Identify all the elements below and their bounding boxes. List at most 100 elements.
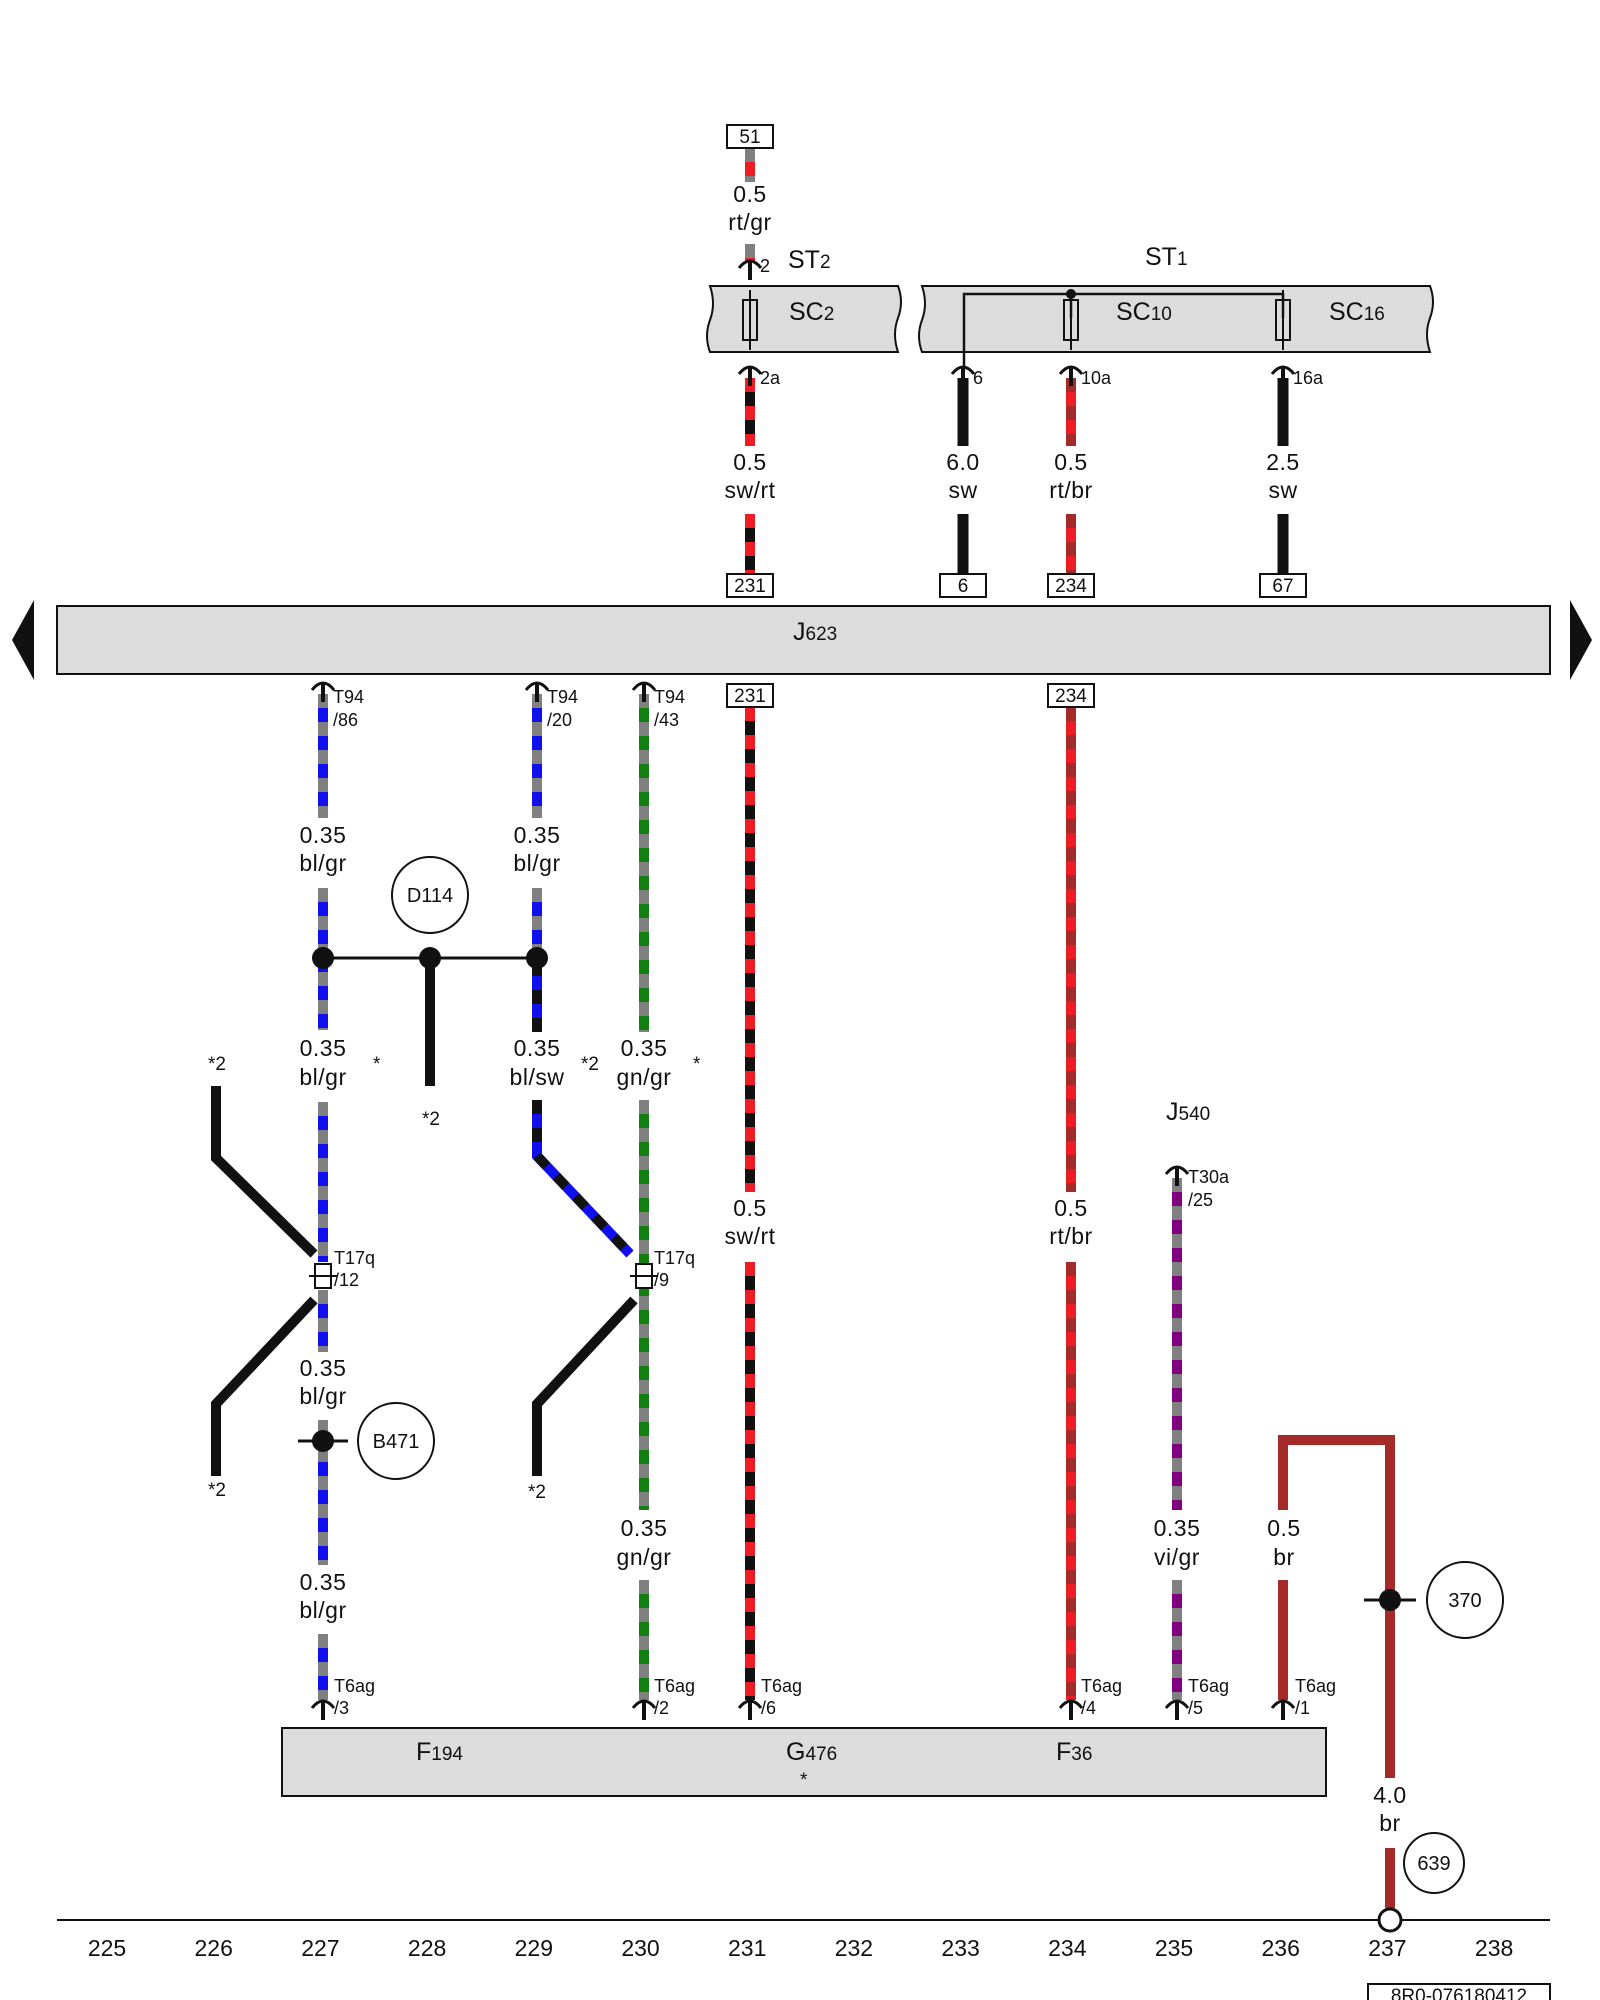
prev-page-arrow[interactable] [12,600,34,680]
pin-t17q-12-a: T17q [334,1248,375,1268]
pin-t17q-9-b: /9 [654,1270,669,1290]
connector-icon-3 [1058,365,1084,386]
gauge-231-size: 0.5 [733,1195,766,1221]
gauge-227d-color: bl/gr [299,1597,346,1623]
note-star2-e: *2 [528,1482,546,1503]
connector-icon-4-arc [1270,365,1296,375]
connector-icon-13-arc [1164,1699,1190,1709]
gauge-237-color: br [1379,1810,1400,1836]
pin-t6ag6-a: T6ag [761,1676,802,1696]
pin-label-6: 6 [973,368,983,388]
st2-fuse-holder [706,285,902,353]
gauge-229b-size: 0.35 [514,1035,561,1061]
g476-star: * [800,1770,808,1791]
note-star-a: * [373,1054,381,1075]
connector-icon-8-arc [1164,1165,1190,1175]
connector-icon-6-arc [524,681,550,691]
connector-icon-2 [950,365,976,386]
column-number: 225 [88,1935,126,1961]
column-number: 234 [1048,1935,1087,1961]
pin-t94-20-b: /20 [547,710,572,730]
pin-t6ag2-b: /2 [654,1698,669,1718]
gauge-10a-size: 0.5 [1054,449,1087,475]
terminal-box-234-top: 234 [1047,573,1095,598]
gauge-6-color: sw [948,477,977,503]
note-star2-b: *2 [422,1109,440,1130]
pin-t6ag2-a: T6ag [654,1676,695,1696]
connector-icon-4 [1270,365,1296,386]
document-id: 8R0-076180412 [1367,1983,1551,2000]
terminal-box-234-bottom: 234 [1047,683,1095,708]
gauge-227b-size: 0.35 [300,1035,347,1061]
terminal-box-67: 67 [1259,573,1307,598]
fuse-sc2-icon [742,290,758,350]
pin-t6ag3-b: /3 [334,1698,349,1718]
pin-label-10a: 10a [1081,368,1112,388]
terminal-box-51: 51 [726,124,774,149]
pin-t17q-12-b: /12 [334,1270,359,1290]
ref-circle-639: 639 [1403,1832,1465,1894]
gauge-227c-size: 0.35 [300,1355,347,1381]
svg-text:51: 51 [739,127,760,148]
connector-icon-5-arc [310,681,336,691]
terminal-box-231-top: 231 [726,573,774,598]
ref-circle-d114: D114 [391,856,469,934]
note-star2-a: *2 [208,1054,226,1075]
gauge-229b-color: bl/sw [510,1064,565,1090]
pin-t94-43-b: /43 [654,710,679,730]
gauge-51-color: rt/gr [728,209,771,235]
next-page-arrow[interactable] [1570,600,1592,680]
svg-text:B471: B471 [373,1431,420,1453]
connector-icon-7-arc [631,681,657,691]
connector-icon-12-arc [1058,1699,1084,1709]
gauge-231-color: sw/rt [724,1223,775,1249]
connector-icon-11-arc [737,1699,763,1709]
wire-229-seg4 [532,1100,634,1258]
ground-point [1377,1907,1403,1933]
pin-t6ag4-b: /4 [1081,1698,1096,1718]
column-number: 238 [1475,1935,1513,1961]
f194-label: F194 [416,1738,463,1766]
pin-t94-43-a: T94 [654,687,685,707]
st2-label: ST2 [788,246,831,274]
connector-icon-10 [631,1699,657,1720]
connector-icon-0-arc [737,259,763,269]
gauge-6-size: 6.0 [946,449,979,475]
connector-icon-14 [1270,1699,1296,1720]
gauge-227b-color: bl/gr [299,1064,346,1090]
connector-icon-9-arc [310,1699,336,1709]
splice-d114-node-2 [526,947,548,969]
gauge-227a-color: bl/gr [299,850,346,876]
svg-text:639: 639 [1417,1853,1450,1875]
note-star-b: * [693,1054,701,1075]
wire-shield-227-upper [211,1086,318,1258]
connector-icon-3-arc [1058,365,1084,375]
terminal-box-231-bottom: 231 [726,683,774,708]
connector-icon-5 [310,681,336,702]
connector-icon-7 [631,681,657,702]
column-number: 237 [1368,1935,1406,1961]
column-number: 227 [301,1935,339,1961]
sc16-label: SC16 [1329,298,1385,326]
pin-t6ag1-b: /1 [1295,1698,1310,1718]
wire-229-seg4-tracer [532,1100,634,1258]
note-star2-c: *2 [581,1054,599,1075]
connector-icon-14-arc [1270,1699,1296,1709]
connector-icon-8 [1164,1165,1190,1186]
pin-t6ag6-b: /6 [761,1698,776,1718]
gauge-2a-color: sw/rt [724,477,775,503]
gauge-230a-size: 0.35 [621,1035,668,1061]
svg-text:231: 231 [734,576,766,597]
gauge-236-size: 0.5 [1267,1515,1300,1541]
gauge-10a-color: rt/br [1049,477,1092,503]
g476-label: G476 [786,1738,837,1766]
splice-370-node [1379,1589,1401,1611]
connector-icon-12 [1058,1699,1084,1720]
st1-label: ST1 [1145,243,1188,271]
column-number: 235 [1155,1935,1193,1961]
fuse-sc10-icon [1063,290,1079,350]
gauge-234-size: 0.5 [1054,1195,1087,1221]
gauge-229a-color: bl/gr [513,850,560,876]
connector-icon-10-arc [631,1699,657,1709]
